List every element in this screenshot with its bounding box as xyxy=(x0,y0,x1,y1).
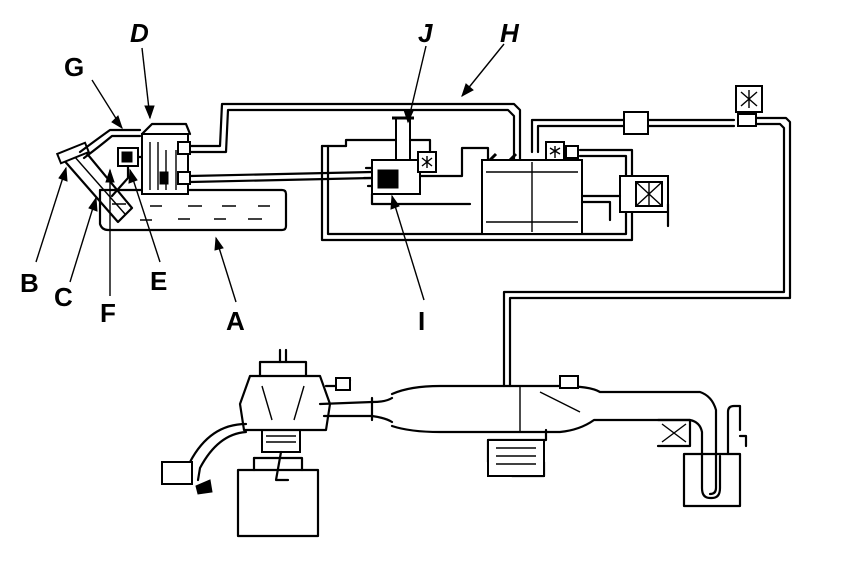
label-g: G xyxy=(64,52,84,82)
label-a: A xyxy=(226,306,245,336)
label-h: H xyxy=(500,18,520,48)
valve-cluster-i xyxy=(362,116,490,206)
label-f: F xyxy=(100,298,116,328)
intake-duct xyxy=(390,375,748,508)
vent-lines-g xyxy=(78,128,142,160)
label-j: J xyxy=(418,18,433,48)
line-h xyxy=(188,102,522,162)
label-b: B xyxy=(20,268,39,298)
callout-labels: A B C D E F G H I J xyxy=(20,18,520,336)
fuel-tank xyxy=(98,188,288,232)
engine xyxy=(161,348,394,538)
callout-leaders xyxy=(35,43,505,303)
vent-filter xyxy=(580,175,670,228)
label-i: I xyxy=(418,306,425,336)
label-e: E xyxy=(150,266,167,296)
evap-canister xyxy=(481,141,583,235)
label-d: D xyxy=(130,18,149,48)
purge-line xyxy=(502,85,792,388)
fuel-pump-module-d xyxy=(140,122,192,195)
label-c: C xyxy=(54,282,73,312)
lower-lines xyxy=(188,138,634,242)
